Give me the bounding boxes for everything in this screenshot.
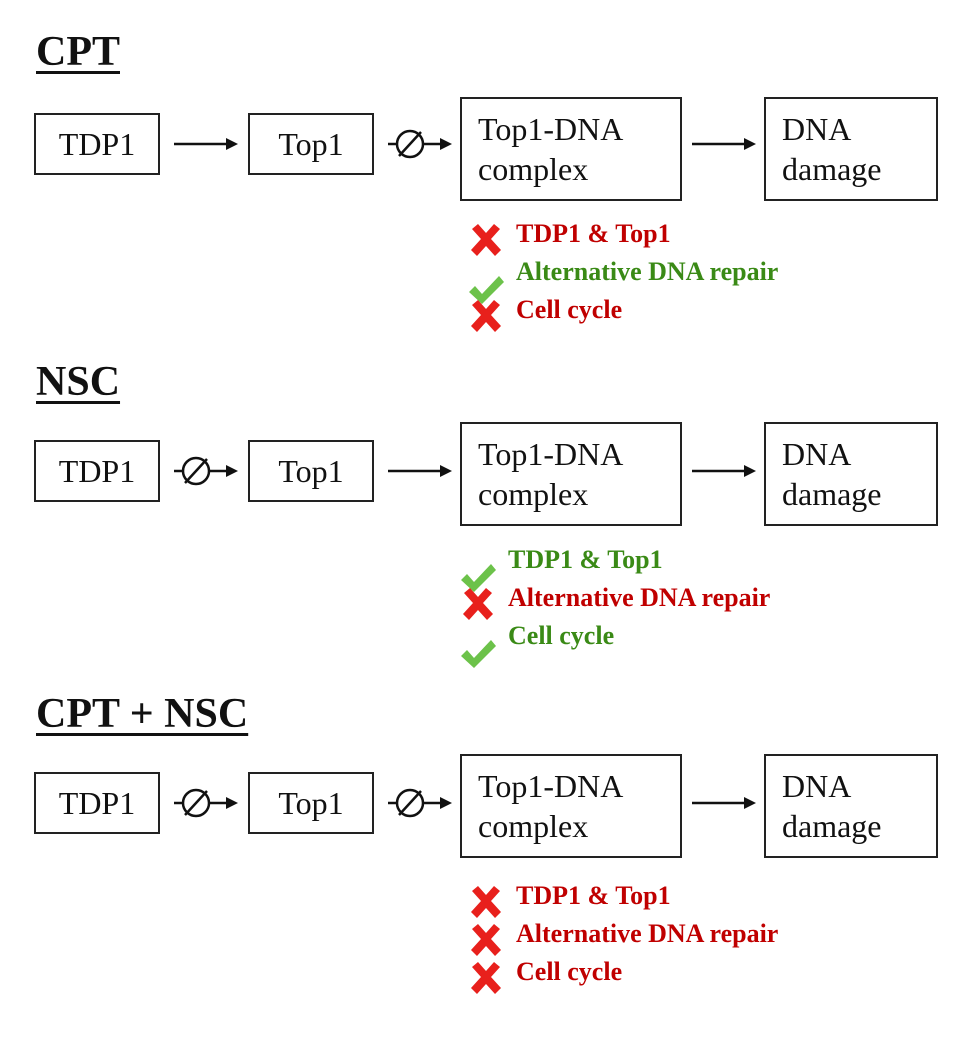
node-top1: Top1 xyxy=(248,113,374,175)
outcome-label: Cell cycle xyxy=(516,295,623,324)
outcome-label: TDP1 & Top1 xyxy=(516,881,671,910)
node-top1-dna-complex: Top1-DNA complex xyxy=(460,754,682,858)
outcome-label: Cell cycle xyxy=(516,957,623,986)
check-mark-icon xyxy=(458,634,498,674)
node-tdp1: TDP1 xyxy=(34,772,160,834)
node-label-line2: damage xyxy=(782,808,882,844)
section-cpt: CPT TDP1 Top1 Top1-DNA complex DNA damag… xyxy=(0,0,976,340)
link-2-arrow-icon xyxy=(692,138,756,150)
node-top1-dna-complex: Top1-DNA complex xyxy=(460,97,682,201)
node-label-line2: complex xyxy=(478,808,589,844)
node-tdp1: TDP1 xyxy=(34,113,160,175)
node-label-line2: damage xyxy=(782,151,882,187)
node-top1: Top1 xyxy=(248,772,374,834)
node-top1: Top1 xyxy=(248,440,374,502)
outcome-label: TDP1 & Top1 xyxy=(508,545,663,574)
link-2-arrow-icon xyxy=(692,465,756,477)
node-label-line1: Top1-DNA xyxy=(478,111,624,147)
node-label-line1: DNA xyxy=(782,436,852,472)
outcome-label: Cell cycle xyxy=(508,621,615,650)
node-label: Top1 xyxy=(278,126,344,162)
section-title: CPT xyxy=(36,29,120,75)
node-tdp1: TDP1 xyxy=(34,440,160,502)
node-label-line2: damage xyxy=(782,476,882,512)
link-2-arrow-icon xyxy=(692,797,756,809)
check-mark-icon xyxy=(458,558,498,598)
node-label-line1: Top1-DNA xyxy=(478,436,624,472)
node-label: Top1 xyxy=(278,453,344,489)
link-1-inhibition-arrow-icon xyxy=(388,129,452,159)
node-label: Top1 xyxy=(278,785,344,821)
cross-mark-icon xyxy=(466,958,506,998)
section-nsc: NSC TDP1 Top1 Top1-DNA complex DNA damag… xyxy=(0,330,976,670)
outcome-label: Alternative DNA repair xyxy=(516,257,779,286)
outcome-label: Alternative DNA repair xyxy=(508,583,771,612)
node-label: TDP1 xyxy=(58,126,136,162)
node-label-line2: complex xyxy=(478,151,589,187)
link-0-inhibition-arrow-icon xyxy=(174,456,238,486)
node-top1-dna-complex: Top1-DNA complex xyxy=(460,422,682,526)
cross-mark-icon xyxy=(458,584,498,624)
link-1-arrow-icon xyxy=(388,465,452,477)
node-dna-damage: DNA damage xyxy=(764,97,938,201)
cross-mark-icon xyxy=(466,882,506,922)
node-dna-damage: DNA damage xyxy=(764,754,938,858)
node-dna-damage: DNA damage xyxy=(764,422,938,526)
node-label: TDP1 xyxy=(58,453,136,489)
section-title: NSC xyxy=(36,359,121,405)
node-label-line1: Top1-DNA xyxy=(478,768,624,804)
section-cpt-nsc: CPT + NSC TDP1 Top1 Top1-DNA complex DNA… xyxy=(0,662,976,1002)
link-0-arrow-icon xyxy=(174,138,238,150)
section-title: CPT + NSC xyxy=(36,691,249,737)
check-mark-icon xyxy=(466,270,506,310)
node-label-line1: DNA xyxy=(782,768,852,804)
cross-mark-icon xyxy=(466,220,506,260)
outcome-label: Alternative DNA repair xyxy=(516,919,779,948)
outcome-label: TDP1 & Top1 xyxy=(516,219,671,248)
node-label-line1: DNA xyxy=(782,111,852,147)
node-label: TDP1 xyxy=(58,785,136,821)
link-1-inhibition-arrow-icon xyxy=(388,788,452,818)
node-label-line2: complex xyxy=(478,476,589,512)
cross-mark-icon xyxy=(466,920,506,960)
cross-mark-icon xyxy=(466,296,506,336)
link-0-inhibition-arrow-icon xyxy=(174,788,238,818)
